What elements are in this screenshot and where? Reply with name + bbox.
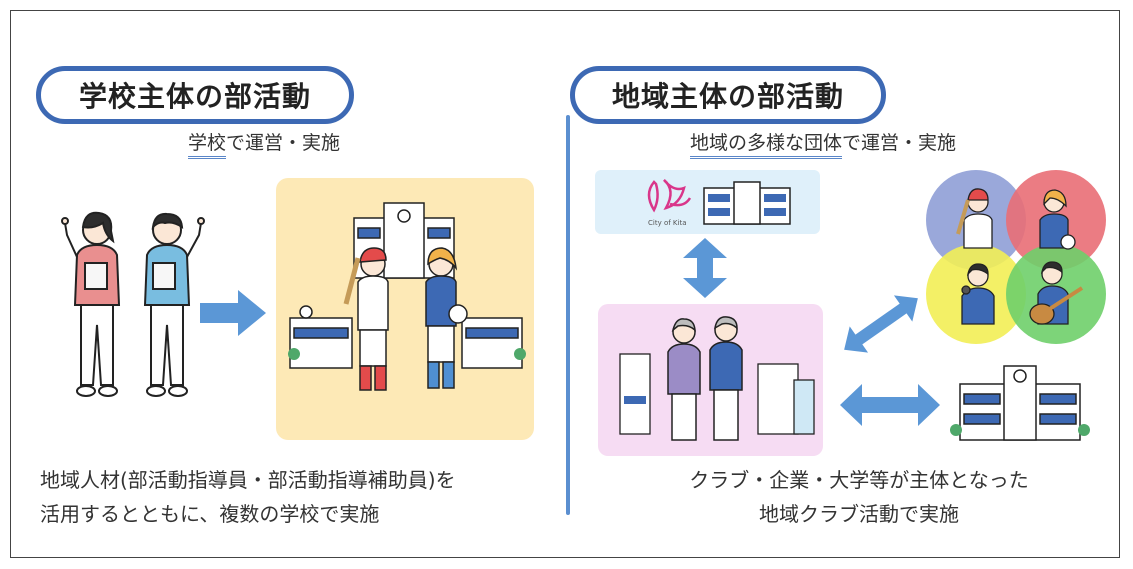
community-panel [598,304,823,456]
arrow-diagonal-double [844,295,918,353]
arrow-horizontal-double [840,384,940,426]
person-guitar-circle [1029,261,1084,325]
right-heading-pill: 地域主体の部活動 [570,66,886,124]
city-logo-text: City of Kita [648,219,687,227]
city-buildings [619,353,815,435]
right-heading: 地域主体の部活動 [611,80,844,113]
left-caption: 地域人材(部活動指導員・部活動指導補助員)を 活用するとともに、複数の学校で実施 [40,463,456,531]
city-hall-icon [703,181,791,225]
trees [288,348,526,360]
section-divider [566,115,570,515]
school-building-right [461,317,523,369]
coach-female [61,211,121,397]
school-panel [276,178,534,440]
left-subtitle: 学校で運営・実施 [188,128,341,159]
person-baseball-circle [956,188,993,249]
student-baseball [343,247,389,391]
right-subtitle-rest: で運営・実施 [842,132,957,154]
elder-woman [667,318,701,441]
coach-male [143,212,205,397]
city-logo [647,179,692,213]
right-subtitle: 地域の多様な団体で運営・実施 [690,128,957,159]
right-caption-line1: クラブ・企業・大学等が主体となった [689,468,1029,492]
right-subtitle-underlined: 地域の多様な団体 [690,132,843,159]
left-heading-pill: 学校主体の部活動 [36,66,354,124]
right-caption: クラブ・企業・大学等が主体となった 地域クラブ活動で実施 [624,463,1094,531]
coaches-illustration [61,211,205,397]
school-building-left [289,305,353,369]
right-caption-line2: 地域クラブ活動で実施 [759,502,959,526]
school-right-icon [950,365,1090,441]
arrow-vertical-double [683,238,727,298]
student-soccer [425,247,468,389]
activity-circles [926,170,1106,344]
elder-man [709,316,743,441]
person-singer-circle [961,263,995,325]
left-subtitle-rest: で運営・実施 [226,132,341,154]
person-soccer-circle [1039,189,1076,250]
left-caption-line1: 地域人材(部活動指導員・部活動指導補助員)を [40,468,456,492]
left-subtitle-underlined: 学校 [188,132,227,159]
arrow-right [200,290,266,336]
left-caption-line2: 活用するとともに、複数の学校で実施 [40,502,380,526]
left-heading: 学校主体の部活動 [78,80,311,113]
